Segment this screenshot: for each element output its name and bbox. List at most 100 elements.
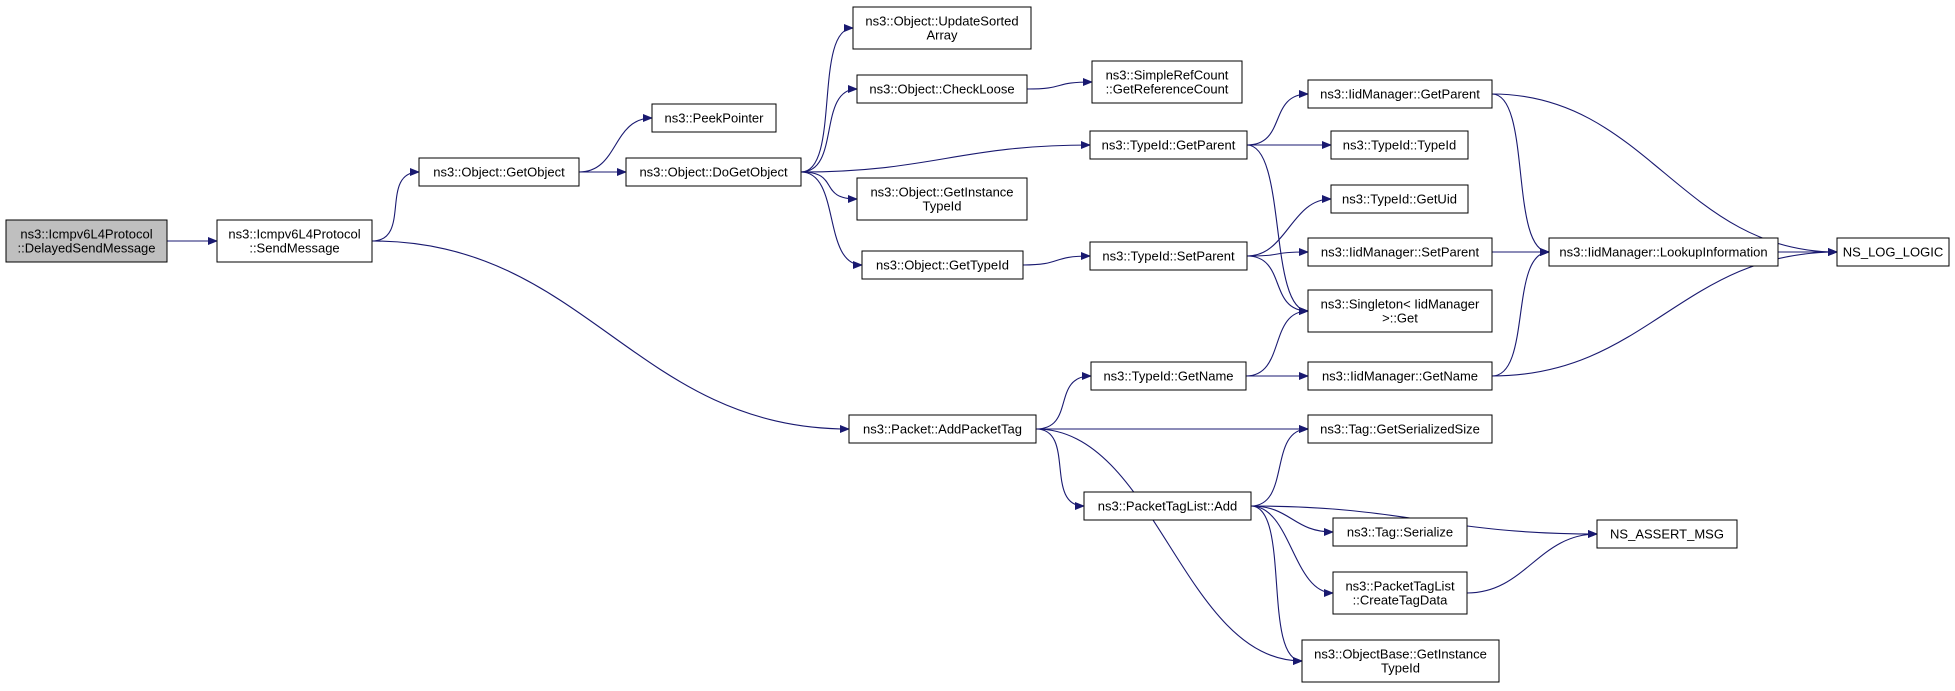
node-label: ns3::Icmpv6L4Protocol (228, 227, 360, 242)
edge-tid-setparent-to-singleton (1246, 255, 1309, 315)
edge-iid-getparent-to-iid-lookup (1491, 93, 1550, 256)
node-box (1330, 184, 1469, 214)
edges-layer (167, 24, 1838, 665)
edge-tid-getname-to-singleton (1245, 307, 1309, 377)
edge-checkloose-to-simpleref (1026, 78, 1093, 90)
node-singleton[interactable]: ns3::Singleton< IidManager >::Get (1307, 289, 1493, 333)
edge-sendmsg-to-addpackettag (371, 240, 850, 433)
node-box (1307, 237, 1493, 267)
node-box (418, 157, 580, 187)
node-box (1596, 519, 1738, 549)
node-iid-lookup[interactable]: ns3::IidManager::LookupInformation (1548, 237, 1779, 267)
edge-tid-getparent-to-singleton (1246, 144, 1309, 315)
node-label: NS_ASSERT_MSG (1610, 527, 1724, 542)
node-label: ns3::Object::CheckLoose (869, 82, 1014, 97)
node-box (1090, 361, 1247, 391)
node-box (1836, 237, 1950, 267)
edge-ptl-add-to-tag-getsize (1250, 425, 1309, 507)
node-label: ns3::Object::UpdateSorted (865, 14, 1018, 29)
edge-ptl-add-to-tag-serialize (1250, 505, 1334, 536)
node-label: ns3::PeekPointer (664, 111, 764, 126)
node-label: ns3::Packet::AddPacketTag (863, 422, 1022, 437)
node-ns-assert[interactable]: NS_ASSERT_MSG (1596, 519, 1738, 549)
node-box (861, 250, 1024, 280)
edge-addpackettag-to-ptl-add (1035, 428, 1085, 510)
node-label: ns3::TypeId::SetParent (1102, 249, 1235, 264)
edge-dogetobject-to-getinsttypeid (800, 171, 858, 203)
node-getobject[interactable]: ns3::Object::GetObject (418, 157, 580, 187)
edge-dogetobject-to-updsorted (800, 24, 854, 173)
node-box (1307, 79, 1493, 109)
node-tag-getsize[interactable]: ns3::Tag::GetSerializedSize (1307, 414, 1493, 444)
node-box (1332, 571, 1468, 615)
nodes-layer: ns3::Icmpv6L4Protocol::DelayedSendMessag… (5, 6, 1950, 683)
edge-addpackettag-to-objbase-getinst (1035, 428, 1303, 665)
edge-getobject-to-peekptr (578, 114, 653, 173)
node-label: ns3::Object::GetObject (433, 165, 565, 180)
node-checkloose[interactable]: ns3::Object::CheckLoose (856, 74, 1028, 104)
node-tid-typeid[interactable]: ns3::TypeId::TypeId (1330, 130, 1469, 160)
edge-ptl-create-to-ns-assert (1466, 530, 1598, 594)
node-box (1330, 130, 1469, 160)
node-box (651, 103, 777, 133)
node-box (1548, 237, 1779, 267)
node-label: NS_LOG_LOGIC (1843, 245, 1943, 260)
node-label: ns3::Object::DoGetObject (639, 165, 788, 180)
node-label: TypeId (1381, 661, 1420, 676)
edge-tid-setparent-to-tid-getuid (1246, 195, 1332, 257)
edge-ptl-add-to-objbase-getinst (1250, 505, 1303, 665)
node-label: ns3::IidManager::LookupInformation (1559, 245, 1767, 260)
node-ptl-create[interactable]: ns3::PacketTagList::CreateTagData (1332, 571, 1468, 615)
node-label: ns3::PacketTagList (1345, 579, 1455, 594)
node-tid-setparent[interactable]: ns3::TypeId::SetParent (1089, 241, 1248, 271)
node-tid-getuid[interactable]: ns3::TypeId::GetUid (1330, 184, 1469, 214)
node-tid-getname[interactable]: ns3::TypeId::GetName (1090, 361, 1247, 391)
node-box (856, 74, 1028, 104)
node-dogetobject[interactable]: ns3::Object::DoGetObject (625, 157, 802, 187)
node-iid-setparent[interactable]: ns3::IidManager::SetParent (1307, 237, 1493, 267)
edge-iid-getparent-to-ns-log (1491, 93, 1838, 256)
node-gettypeid[interactable]: ns3::Object::GetTypeId (861, 250, 1024, 280)
edge-dogetobject-to-gettypeid (800, 171, 863, 269)
node-addpackettag[interactable]: ns3::Packet::AddPacketTag (848, 414, 1037, 444)
node-tag-serialize[interactable]: ns3::Tag::Serialize (1332, 517, 1468, 547)
node-root[interactable]: ns3::Icmpv6L4Protocol::DelayedSendMessag… (5, 219, 168, 263)
node-box (1307, 361, 1493, 391)
node-ptl-add[interactable]: ns3::PacketTagList::Add (1083, 491, 1252, 521)
edge-iid-getname-to-iid-lookup (1491, 248, 1550, 377)
node-ns-log[interactable]: NS_LOG_LOGIC (1836, 237, 1950, 267)
node-box (1091, 60, 1243, 104)
node-iid-getparent[interactable]: ns3::IidManager::GetParent (1307, 79, 1493, 109)
edge-dogetobject-to-checkloose (800, 85, 858, 173)
node-label: ns3::Tag::GetSerializedSize (1320, 422, 1480, 437)
node-box (625, 157, 802, 187)
edge-addpackettag-to-tid-getname (1035, 372, 1092, 430)
node-label: ns3::PacketTagList::Add (1098, 499, 1237, 514)
node-sendmsg[interactable]: ns3::Icmpv6L4Protocol::SendMessage (216, 219, 373, 263)
node-label: ns3::IidManager::GetParent (1320, 87, 1480, 102)
node-label: ns3::Singleton< IidManager (1321, 297, 1480, 312)
node-label: ns3::TypeId::GetUid (1342, 192, 1457, 207)
edge-iid-getname-to-ns-log (1491, 248, 1838, 377)
node-iid-getname[interactable]: ns3::IidManager::GetName (1307, 361, 1493, 391)
node-tid-getparent[interactable]: ns3::TypeId::GetParent (1089, 130, 1248, 160)
node-label: >::Get (1382, 311, 1418, 326)
node-box (1089, 130, 1248, 160)
edge-dogetobject-to-tid-getparent (800, 141, 1091, 173)
node-box (848, 414, 1037, 444)
node-label: ns3::Tag::Serialize (1347, 525, 1453, 540)
node-peekptr[interactable]: ns3::PeekPointer (651, 103, 777, 133)
node-box (1307, 414, 1493, 444)
node-label: TypeId (922, 199, 961, 214)
node-box (216, 219, 373, 263)
edge-sendmsg-to-getobject (371, 168, 420, 242)
node-box (1332, 517, 1468, 547)
node-label: ns3::IidManager::GetName (1322, 369, 1478, 384)
node-label: ns3::IidManager::SetParent (1321, 245, 1480, 260)
node-label: ns3::ObjectBase::GetInstance (1314, 647, 1487, 662)
node-simpleref[interactable]: ns3::SimpleRefCount::GetReferenceCount (1091, 60, 1243, 104)
